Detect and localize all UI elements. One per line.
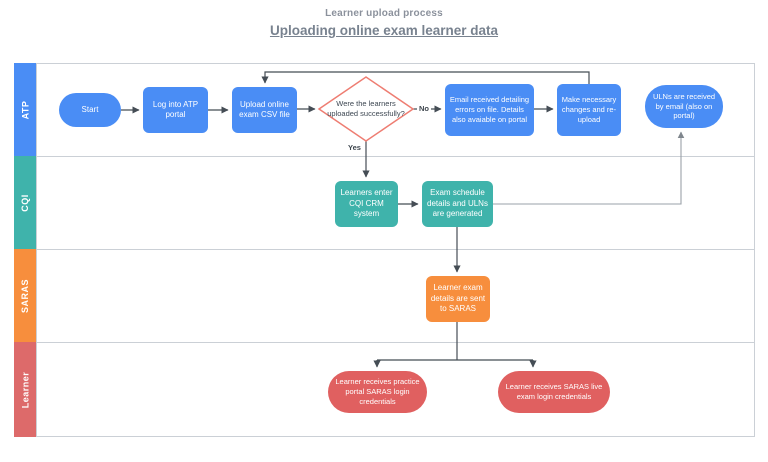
lane-saras: SARAS [14,249,755,343]
lane-label-text: ATP [20,100,30,120]
node-login-atp-portal: Log into ATP portal [143,87,208,133]
node-details-to-saras: Learner exam details are sent to SARAS [426,276,490,322]
node-upload-csv: Upload online exam CSV file [232,87,297,133]
node-start: Start [59,93,121,127]
node-email-errors: Email received detailing errors on file.… [445,84,534,136]
node-live-credentials: Learner receives SARAS live exam login c… [498,371,610,413]
lane-label-cqi: CQI [14,156,36,250]
node-decision-upload-success: Were the learners uploaded successfully? [327,99,405,118]
edge-label-yes: Yes [348,143,361,152]
page-subtitle: Uploading online exam learner data [269,23,499,38]
page-title: Learner upload process [325,8,443,19]
lane-label-learner: Learner [14,342,36,437]
node-exam-schedule: Exam schedule details and ULNs are gener… [422,181,493,227]
node-practice-credentials: Learner receives practice portal SARAS l… [328,371,427,413]
node-uln-received: ULNs are received by email (also on port… [645,85,723,128]
node-cqi-crm: Learners enter CQI CRM system [335,181,398,227]
lane-label-atp: ATP [14,63,36,157]
lane-label-text: CQI [19,194,30,212]
edge-label-no: No [417,104,431,113]
lane-label-saras: SARAS [14,249,36,343]
lane-body-saras [36,249,755,343]
lane-label-text: Learner [20,371,30,408]
lane-label-text: SARAS [20,278,31,314]
node-make-changes: Make necessary changes and re-upload [557,84,621,136]
